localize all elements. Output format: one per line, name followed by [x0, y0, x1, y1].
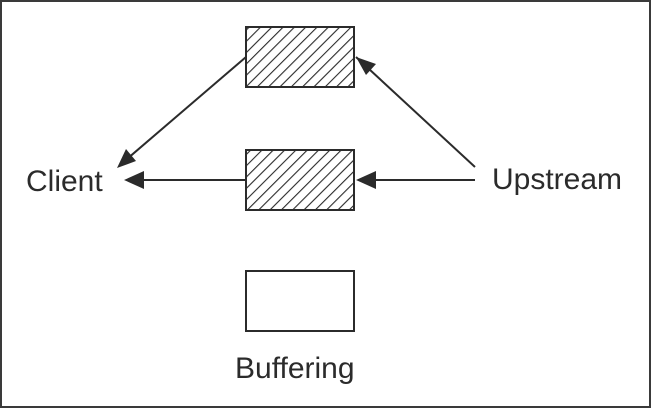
arrowhead-middle-buffer [356, 171, 376, 189]
arrowhead-top-buffer [356, 57, 376, 75]
arrowhead-client-upper [117, 149, 136, 168]
middle-hatched-buffer [245, 149, 355, 211]
client-label: Client [26, 165, 103, 198]
buffering-label: Buffering [235, 352, 355, 385]
upstream-label: Upstream [492, 163, 622, 196]
empty-buffer-box [245, 270, 355, 332]
arrow-top-buffer-to-client [119, 56, 247, 166]
arrow-upstream-to-top-buffer [355, 56, 476, 168]
top-hatched-buffer [245, 26, 355, 88]
arrowhead-client-lower [124, 171, 144, 189]
